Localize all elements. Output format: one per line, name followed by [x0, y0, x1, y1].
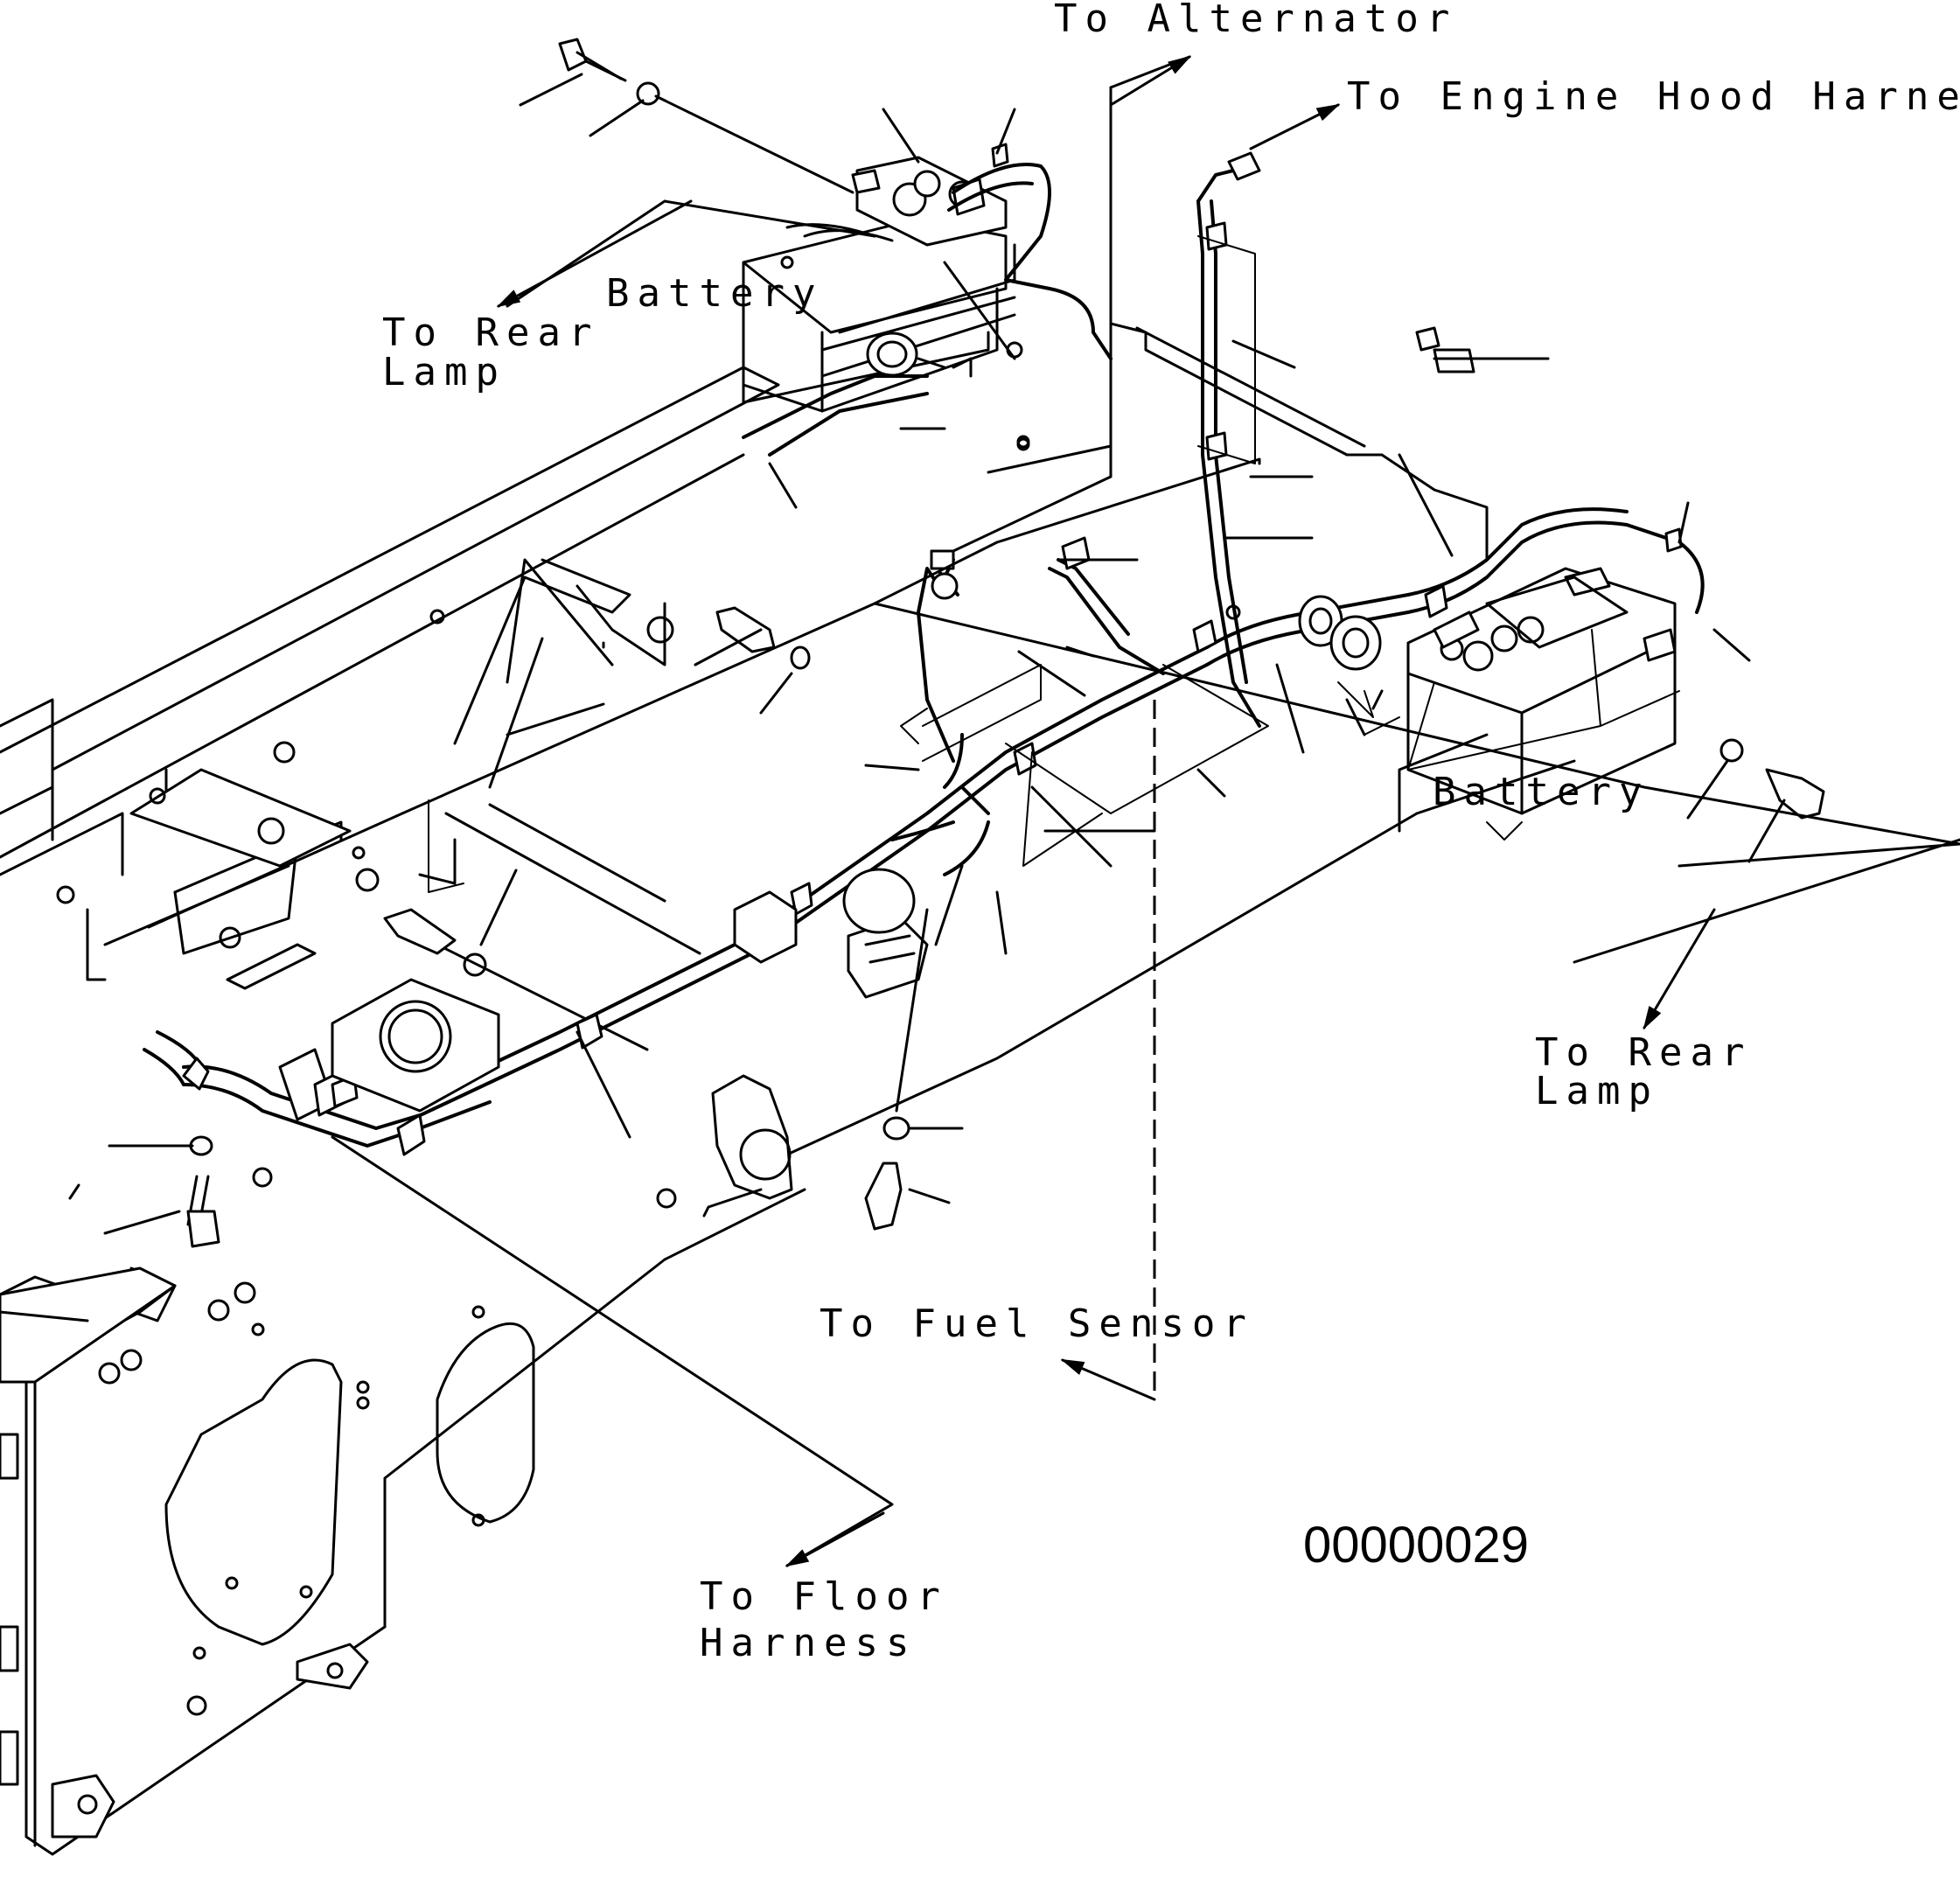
wire-harness	[143, 163, 1705, 1148]
components	[182, 143, 1683, 1248]
label-to-rear-lamp-left-2: Lamp	[382, 350, 506, 394]
leader-lines	[0, 55, 1960, 1567]
battery-right	[1406, 567, 1825, 863]
label-battery-left: Battery	[606, 271, 823, 316]
drawing-number: 00000029	[1303, 1517, 1529, 1573]
label-to-rear-lamp-left-1: To Rear	[382, 311, 599, 355]
label-to-fuel-sensor: To Fuel Sensor	[820, 1301, 1254, 1346]
label-to-rear-lamp-right-1: To Rear	[1535, 1030, 1752, 1075]
battery-left	[519, 38, 1030, 449]
label-to-engine-hood-harness: To Engine Hood Harness	[1347, 74, 1960, 119]
label-to-floor-harness-1: To Floor	[700, 1574, 948, 1619]
label-to-floor-harness-2: Harness	[700, 1621, 917, 1665]
label-to-rear-lamp-right-2: Lamp	[1535, 1069, 1659, 1113]
label-to-alternator: To Alternator	[1054, 0, 1457, 41]
label-battery-right: Battery	[1433, 770, 1650, 814]
